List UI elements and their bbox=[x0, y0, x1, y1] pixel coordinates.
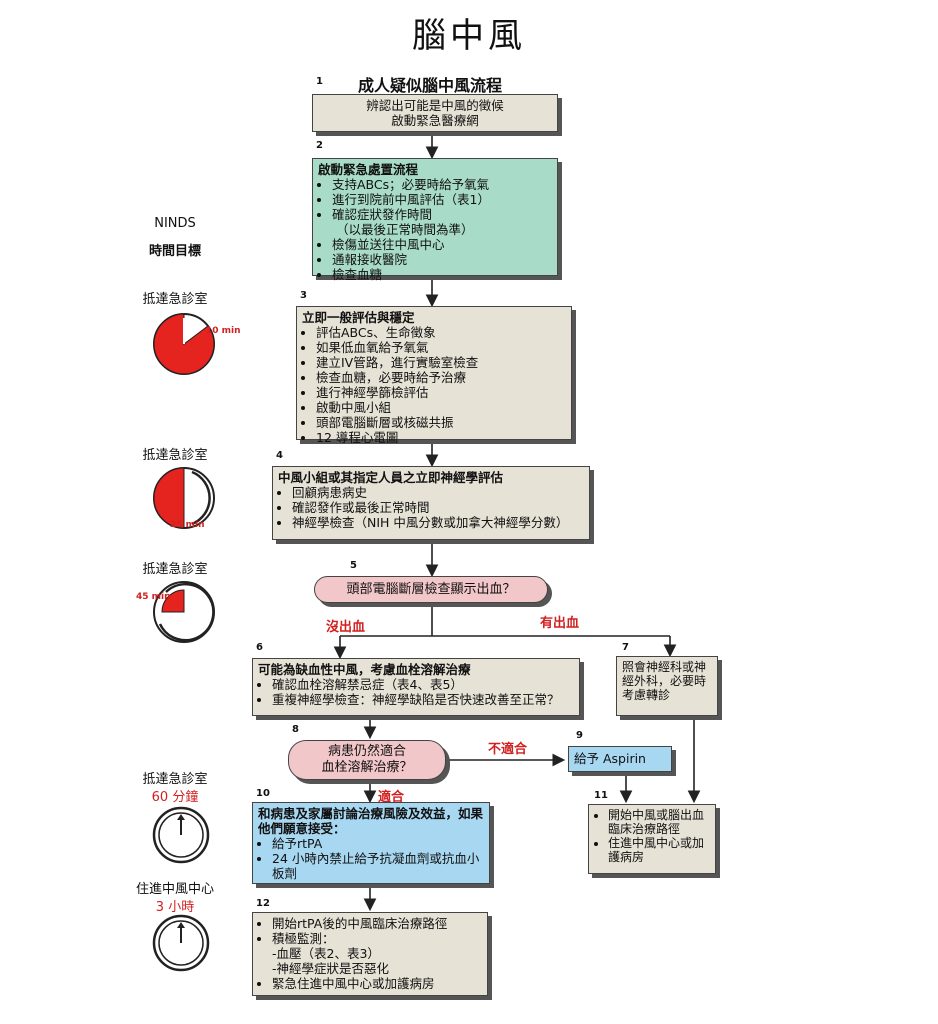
page-title: 腦中風 bbox=[412, 16, 526, 56]
step-3-number: 3 bbox=[300, 290, 307, 301]
step-10-number: 10 bbox=[256, 788, 270, 799]
step-12-subitem: -血壓（表2、表3） bbox=[272, 946, 380, 961]
step-8-decision: 病患仍然適合 血栓溶解治療？ bbox=[288, 740, 446, 780]
clock-3hr-icon bbox=[152, 914, 210, 972]
step-4-item: 神經學檢查（NIH 中風分數或加拿大神經學分數） bbox=[292, 515, 584, 530]
timer-4-time: 60 分鐘 bbox=[151, 790, 199, 805]
step-3-item: 評估ABCs、生命徵象 bbox=[316, 325, 566, 340]
step-2-number: 2 bbox=[316, 140, 323, 151]
step-5-number: 5 bbox=[350, 560, 357, 571]
suitable-label: 適合 bbox=[378, 790, 405, 805]
timer-3-label: 抵達急診室 bbox=[142, 562, 208, 577]
step-10-heading: 和病患及家屬討論治療風險及效益，如果他們願意接受： bbox=[258, 806, 484, 836]
step-12-item: 積極監測： bbox=[272, 931, 482, 946]
clock-10min-icon bbox=[153, 313, 215, 375]
step-8-line-2: 血栓溶解治療？ bbox=[321, 760, 413, 775]
step-9-number: 9 bbox=[576, 730, 583, 741]
step-11-number: 11 bbox=[594, 790, 608, 801]
step-4-item: 回顧病患病史 bbox=[292, 485, 584, 500]
step-10-item: 24 小時內禁止給予抗凝血劑或抗血小板劑 bbox=[272, 851, 484, 881]
step-2-item: 檢傷並送往中風中心 bbox=[332, 237, 552, 252]
step-6-heading: 可能為缺血性中風，考慮血栓溶解治療 bbox=[258, 662, 471, 677]
step-9-box: 給予 Aspirin bbox=[568, 746, 672, 772]
step-10-item: 給予rtPA bbox=[272, 836, 484, 851]
timer-5-time: 3 小時 bbox=[155, 900, 195, 915]
clock-25min-icon bbox=[153, 467, 215, 529]
ninds-header: NINDS bbox=[154, 216, 196, 231]
timer-4-label: 抵達急診室 bbox=[142, 772, 208, 787]
step-3-heading: 立即一般評估與穩定 bbox=[302, 310, 415, 325]
step-3-item: 12 導程心電圖 bbox=[316, 430, 566, 445]
step-6-box: 可能為缺血性中風，考慮血栓溶解治療 確認血栓溶解禁忌症（表4、表5） 重複神經學… bbox=[252, 658, 580, 716]
step-2-item: 支持ABCs；必要時給予氧氣 bbox=[332, 177, 552, 192]
bleed-label: 有出血 bbox=[540, 616, 580, 631]
step-4-item: 確認發作或最後正常時間 bbox=[292, 500, 584, 515]
step-3-item: 進行神經學篩檢評估 bbox=[316, 385, 566, 400]
timer-2-time: 25 min bbox=[170, 520, 205, 530]
time-goal-header: 時間目標 bbox=[148, 244, 201, 259]
step-1-line-2: 啟動緊急醫療網 bbox=[391, 113, 479, 128]
step-4-number: 4 bbox=[276, 450, 283, 461]
step-3-item: 如果低血氧給予氧氣 bbox=[316, 340, 566, 355]
step-2-heading: 啟動緊急處置流程 bbox=[318, 162, 419, 177]
step-2-item: 確認症狀發作時間 bbox=[332, 207, 552, 222]
step-7-box: 照會神經科或神經外科，必要時考慮轉診 bbox=[616, 656, 718, 716]
step-12-number: 12 bbox=[256, 898, 270, 909]
step-12-box: 開始rtPA後的中風臨床治療路徑 積極監測： -血壓（表2、表3） -神經學症狀… bbox=[252, 912, 488, 996]
step-3-box: 立即一般評估與穩定 評估ABCs、生命徵象 如果低血氧給予氧氣 建立IV管路，進… bbox=[296, 306, 572, 445]
step-12-item: 緊急住進中風中心或加護病房 bbox=[272, 976, 482, 991]
step-12-item: 開始rtPA後的中風臨床治療路徑 bbox=[272, 916, 482, 931]
step-4-heading: 中風小組或其指定人員之立即神經學評估 bbox=[278, 470, 504, 485]
step-2-item: 通報接收醫院 bbox=[332, 252, 552, 267]
timer-1-time: 10 min bbox=[206, 326, 241, 336]
step-10-box: 和病患及家屬討論治療風險及效益，如果他們願意接受： 給予rtPA 24 小時內禁… bbox=[252, 802, 490, 884]
clock-60min-icon bbox=[152, 806, 210, 864]
step-2-item: 進行到院前中風評估（表1） bbox=[332, 192, 552, 207]
not-suitable-label: 不適合 bbox=[488, 742, 528, 757]
timer-5-label: 住進中風中心 bbox=[135, 882, 214, 897]
no-bleed-label: 沒出血 bbox=[326, 620, 366, 635]
step-3-item: 檢查血糖，必要時給予治療 bbox=[316, 370, 566, 385]
step-5-decision: 頭部電腦斷層檢查顯示出血？ bbox=[314, 576, 548, 603]
step-4-box: 中風小組或其指定人員之立即神經學評估 回顧病患病史 確認發作或最後正常時間 神經… bbox=[272, 466, 590, 540]
step-3-item: 頭部電腦斷層或核磁共振 bbox=[316, 415, 566, 430]
step-11-box: 開始中風或腦出血臨床治療路徑 住進中風中心或加護病房 bbox=[588, 804, 716, 874]
step-1-number: 1 bbox=[316, 76, 323, 87]
step-1-line-1: 辨認出可能是中風的徵候 bbox=[366, 98, 504, 113]
timer-1-label: 抵達急診室 bbox=[142, 292, 208, 307]
step-3-item: 啟動中風小組 bbox=[316, 400, 566, 415]
step-6-number: 6 bbox=[256, 642, 263, 653]
step-3-item: 建立IV管路，進行實驗室檢查 bbox=[316, 355, 566, 370]
timer-2-label: 抵達急診室 bbox=[142, 448, 208, 463]
step-2-item-note: （以最後正常時間為準） bbox=[336, 222, 474, 237]
timer-3-time: 45 min bbox=[136, 592, 171, 602]
step-8-line-1: 病患仍然適合 bbox=[327, 744, 406, 759]
step-7-number: 7 bbox=[622, 642, 629, 653]
step-11-item: 開始中風或腦出血臨床治療路徑 bbox=[608, 808, 710, 836]
step-8-number: 8 bbox=[292, 724, 299, 735]
step-12-subitem: -神經學症狀是否惡化 bbox=[272, 961, 390, 976]
step-1-box: 辨認出可能是中風的徵候 啟動緊急醫療網 bbox=[312, 94, 558, 132]
step-6-item: 重複神經學檢查：神經學缺陷是否快速改善至正常？ bbox=[272, 692, 574, 707]
step-6-item: 確認血栓溶解禁忌症（表4、表5） bbox=[272, 677, 574, 692]
clock-45min-icon bbox=[153, 581, 215, 643]
step-2-box: 啟動緊急處置流程 支持ABCs；必要時給予氧氣 進行到院前中風評估（表1） 確認… bbox=[312, 158, 558, 282]
step-11-item: 住進中風中心或加護病房 bbox=[608, 836, 710, 864]
flow-title: 成人疑似腦中風流程 bbox=[357, 76, 502, 95]
step-2-item: 檢查血糖 bbox=[332, 267, 552, 282]
